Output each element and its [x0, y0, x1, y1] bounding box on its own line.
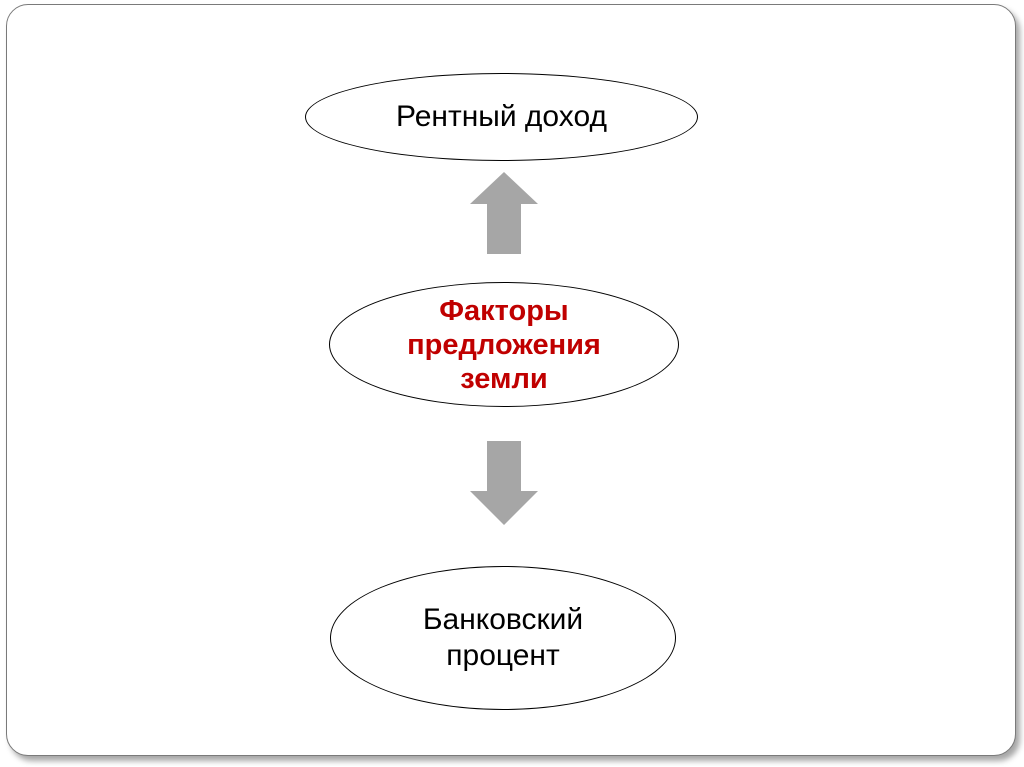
node-bank-interest-label: Банковский процент — [422, 603, 584, 672]
arrow-down-shape — [470, 441, 538, 525]
arrow-up-icon — [470, 172, 538, 254]
node-land-supply-factors-label: Факторы предложения земли — [407, 294, 601, 395]
arrow-down-icon — [470, 441, 538, 525]
node-rental-income-label: Рентный доход — [396, 100, 607, 133]
arrow-up-shape — [470, 172, 538, 254]
node-bank-interest: Банковский процент — [330, 566, 676, 710]
node-land-supply-factors: Факторы предложения земли — [329, 282, 679, 407]
node-rental-income: Рентный доход — [305, 73, 698, 161]
